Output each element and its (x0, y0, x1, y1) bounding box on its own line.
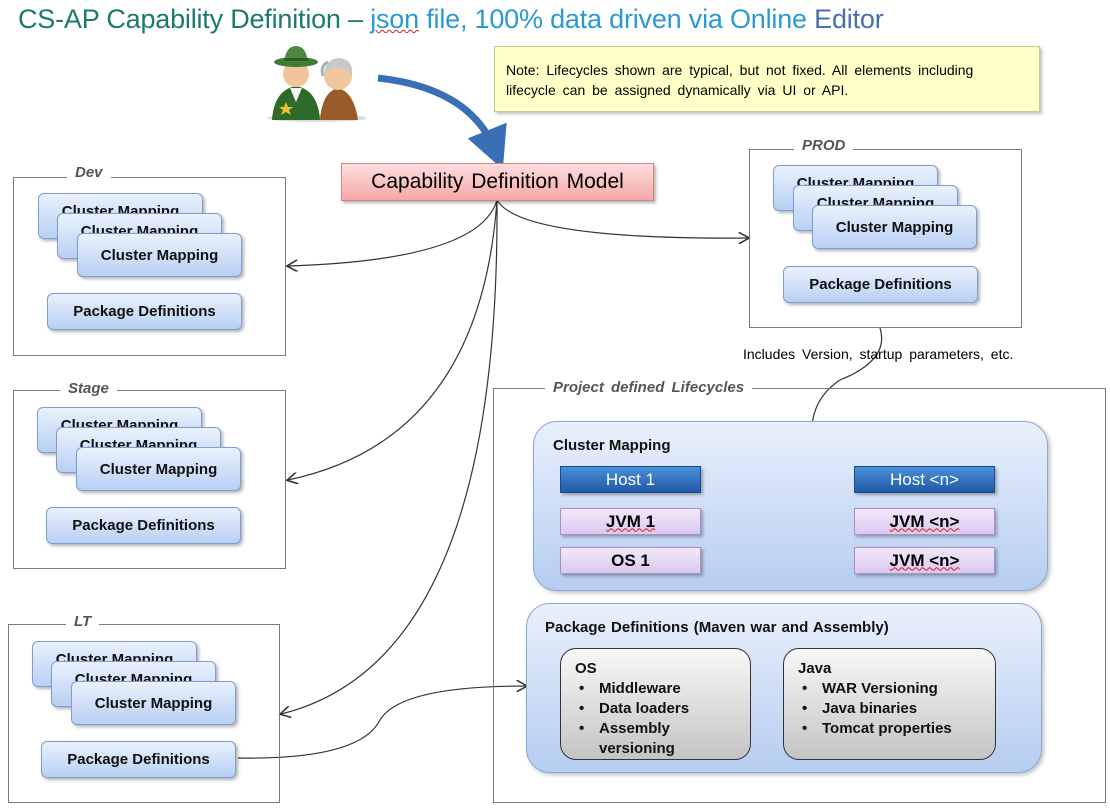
cluster-mapping-card: Cluster Mapping (71, 681, 236, 725)
note-box: Note: Lifecycles shown are typical, but … (494, 46, 1040, 112)
package-definitions-card: Package Definitions (47, 293, 242, 330)
stage-label: Stage (60, 380, 117, 397)
host-1-box: Host 1 (560, 466, 701, 493)
list-item: Java binaries (802, 699, 981, 719)
os-package-card: OS Middleware Data loaders Assembly vers… (560, 648, 751, 760)
list-item: WAR Versioning (802, 679, 981, 699)
cluster-mapping-card: Cluster Mapping (77, 233, 242, 277)
prod-label: PROD (794, 137, 854, 154)
list-item: Middleware (579, 679, 736, 699)
arrow-lt-to-package (237, 686, 526, 759)
arrow-to-dev (288, 199, 498, 266)
two-officers-icon (262, 40, 372, 122)
capability-definition-model: Capability Definition Model (341, 163, 654, 201)
os-1-box: OS 1 (560, 547, 701, 574)
list-item: Assembly versioning (579, 719, 736, 759)
cluster-mapping-title: Cluster Mapping (553, 437, 671, 454)
jvm-1-box: JVM 1 (560, 508, 701, 535)
java-package-card: Java WAR Versioning Java binaries Tomcat… (783, 648, 996, 760)
os-card-list: Middleware Data loaders Assembly version… (575, 679, 736, 759)
lt-label: LT (66, 613, 100, 630)
jvm-n-box: JVM <n> (854, 547, 995, 574)
package-definitions-card: Package Definitions (783, 266, 978, 303)
java-card-title: Java (798, 660, 832, 677)
project-label: Project defined Lifecycles (545, 379, 753, 396)
java-card-list: WAR Versioning Java binaries Tomcat prop… (798, 679, 981, 739)
jvm-n-box: JVM <n> (854, 508, 995, 535)
os-card-title: OS (575, 660, 597, 677)
stage-frame (13, 390, 286, 569)
page-title: CS-AP Capability Definition – json file,… (18, 4, 884, 34)
arrow-prod-to-project (812, 327, 883, 436)
host-n-box: Host <n> (854, 466, 995, 493)
dev-frame (13, 177, 286, 356)
project-frame (493, 388, 1106, 803)
blue-flow-arrow (377, 74, 507, 170)
cluster-mapping-card: Cluster Mapping (76, 447, 241, 491)
includes-annotation: Includes Version, startup parameters, et… (743, 346, 1014, 362)
arrow-to-stage (288, 199, 498, 480)
package-definitions-card: Package Definitions (46, 507, 241, 544)
cluster-mapping-card: Cluster Mapping (812, 205, 977, 249)
lt-frame (8, 624, 280, 803)
package-definitions-card: Package Definitions (41, 741, 236, 778)
prod-frame (749, 149, 1022, 328)
list-item: Tomcat properties (802, 719, 981, 739)
arrow-to-prod (496, 199, 748, 238)
arrow-to-lt (281, 199, 498, 714)
dev-label: Dev (67, 164, 111, 181)
package-definitions-title: Package Definitions (Maven war and Assem… (545, 619, 889, 636)
list-item: Data loaders (579, 699, 736, 719)
